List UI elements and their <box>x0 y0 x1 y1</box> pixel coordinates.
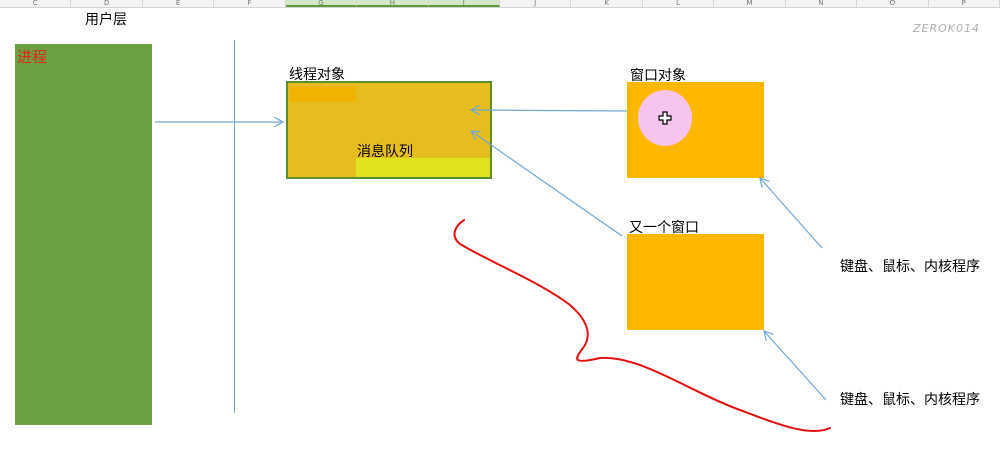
process-block: 进程 <box>15 44 152 425</box>
window-object-label: 窗口对象 <box>630 68 686 84</box>
column-header-c[interactable]: C <box>0 0 72 7</box>
window-object-box <box>627 82 764 178</box>
arrow-input-to-window <box>760 178 823 249</box>
message-queue-label: 消息队列 <box>357 144 413 160</box>
another-window-label: 又一个窗口 <box>629 220 699 236</box>
thread-header-strip <box>290 86 356 102</box>
thread-object-label: 线程对象 <box>289 67 345 83</box>
column-header-i[interactable]: I <box>428 0 500 7</box>
column-header-m[interactable]: M <box>714 0 786 7</box>
column-header-e[interactable]: E <box>143 0 215 7</box>
input-sources-label-1: 键盘、鼠标、内核程序 <box>840 259 980 275</box>
layer-divider-line <box>234 40 235 413</box>
column-header-d[interactable]: D <box>71 0 143 7</box>
message-queue-strip <box>356 158 490 177</box>
column-header-k[interactable]: K <box>571 0 643 7</box>
column-header-h[interactable]: H <box>357 0 429 7</box>
user-layer-label: 用户层 <box>85 12 127 28</box>
input-sources-label-2: 键盘、鼠标、内核程序 <box>840 392 980 408</box>
column-header-g[interactable]: G <box>285 0 358 7</box>
column-header-o[interactable]: O <box>857 0 929 7</box>
move-cursor-icon <box>658 111 672 125</box>
arrow-window-to-thread <box>471 110 628 111</box>
arrow-another-window-to-thread <box>471 131 623 237</box>
arrow-input-to-another-window <box>764 331 827 401</box>
watermark: ZEROK014 <box>913 22 980 35</box>
thread-object-box <box>286 81 492 179</box>
column-header-l[interactable]: L <box>643 0 715 7</box>
column-header-j[interactable]: J <box>500 0 572 7</box>
column-header-p[interactable]: P <box>929 0 1000 7</box>
column-header-f[interactable]: F <box>214 0 286 7</box>
another-window-box <box>627 234 764 330</box>
column-header-n[interactable]: N <box>786 0 858 7</box>
red-annotation-stroke <box>453 219 831 433</box>
process-label: 进程 <box>17 48 48 66</box>
